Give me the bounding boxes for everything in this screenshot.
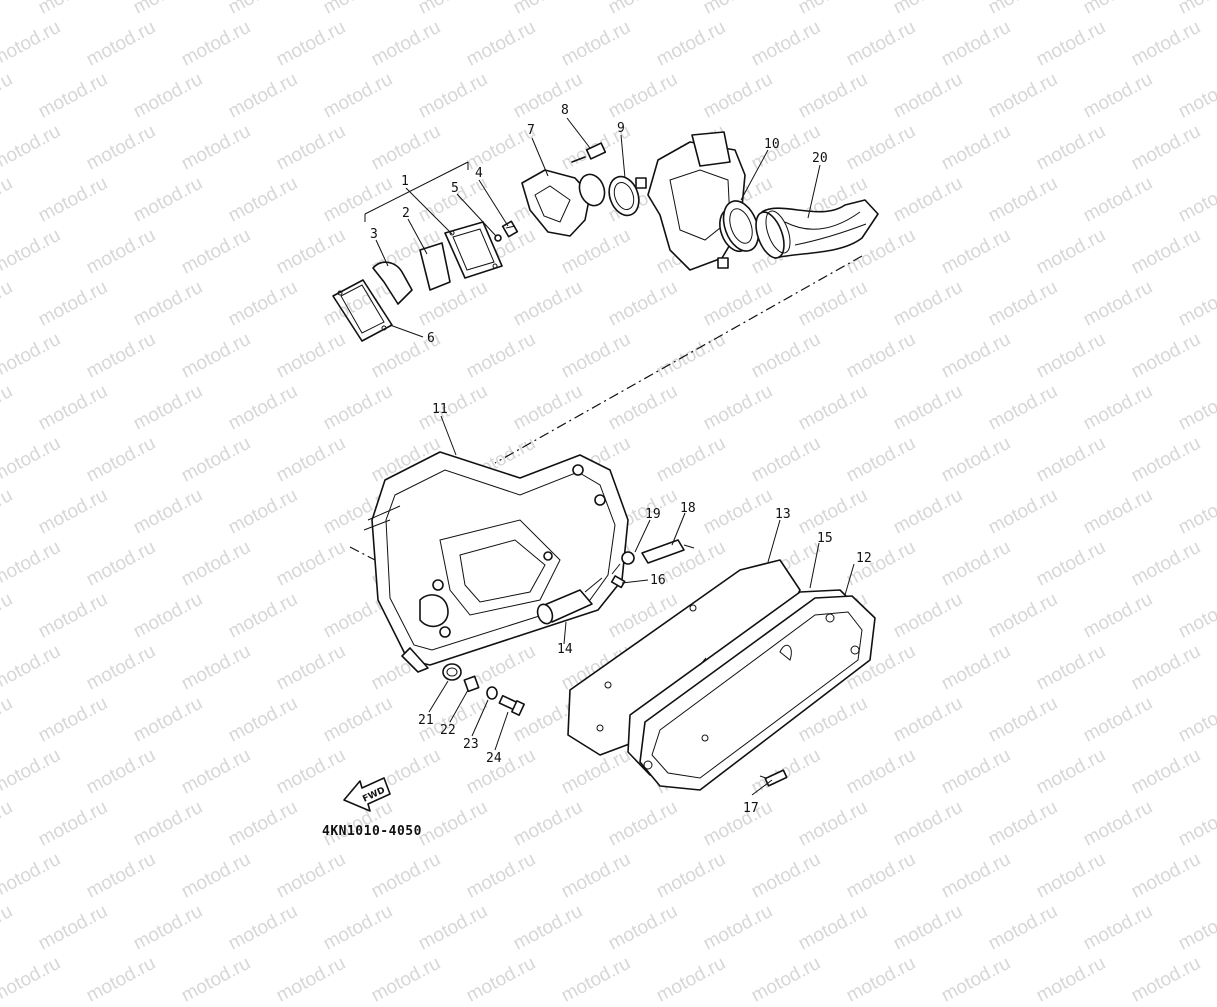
callout-8: 8 [561,103,569,118]
callout-21: 21 [418,713,434,728]
part-24-bolt [498,694,525,716]
fwd-arrow-icon: FWD [343,777,391,812]
watermark-text: motod.ru [1032,952,1109,1007]
reed-valve-bracket [364,161,469,222]
part-6-gasket [332,279,393,342]
callout-2: 2 [402,206,410,221]
part-21-plug [442,663,462,681]
callout-15: 15 [817,531,833,546]
leader-lines [375,117,855,796]
diagram-code: 4KN1010-4050 [322,824,422,839]
part-17-screw [759,769,788,787]
callout-10: 10 [764,137,780,152]
callout-4: 4 [475,166,483,181]
callout-7: 7 [527,123,535,138]
watermark-text: motod.ru [462,952,539,1007]
callout-11: 11 [432,402,448,417]
callout-19: 19 [645,507,661,522]
watermark-text: motod.ru [82,952,159,1007]
callout-22: 22 [440,723,456,738]
callout-5: 5 [451,181,459,196]
part-1-reed-valve [444,221,503,279]
watermark-text: motod.ru [1127,952,1204,1007]
part-7-intake-manifold [521,169,606,237]
callout-3: 3 [370,227,378,242]
part-11-air-cleaner-case [363,451,629,673]
part-4-screw [501,220,519,238]
watermark-text: motod.ru [367,952,444,1007]
callout-23: 23 [463,737,479,752]
callout-13: 13 [775,507,791,522]
part-2-reed [419,242,451,291]
callout-6: 6 [427,331,435,346]
callout-1: 1 [401,174,409,189]
callout-9: 9 [617,121,625,136]
watermark-text: motod.ru [0,952,64,1007]
callout-14: 14 [557,642,573,657]
watermark-text: motod.ru [937,952,1014,1007]
part-9-clamp [608,175,647,217]
callout-20: 20 [812,151,828,166]
part-22-collar [463,675,480,693]
watermark-text: motod.ru [557,952,634,1007]
watermark-text: motod.ru [177,952,254,1007]
part-3-reed-stopper [372,261,413,305]
part-18-hose [641,539,695,564]
part-5-washer [494,234,502,242]
exploded-parts-diagram: 1 2 3 4 5 6 7 8 9 10 20 11 12 13 14 15 1… [332,103,879,816]
callout-18: 18 [680,501,696,516]
part-8-bolt [571,142,607,163]
part-20-intake-joint [755,199,879,259]
callout-17: 17 [743,801,759,816]
connection-line-upper [494,255,863,464]
part-23-washer [486,686,498,700]
connection-line-left [349,546,376,561]
part-10-clamp [717,200,760,269]
callout-12: 12 [856,551,872,566]
callout-16: 16 [650,573,666,588]
callout-numbers: 1 2 3 4 5 6 7 8 9 10 20 11 12 13 14 15 1… [370,103,872,816]
part-12-cover [639,595,876,791]
part-14-element [536,577,603,625]
part-19-clip [611,551,635,575]
watermark-text: motod.ru [747,952,824,1007]
part-16-screw [610,575,626,589]
watermark-text: motod.ru [652,952,729,1007]
callout-24: 24 [486,751,502,766]
watermark-text: motod.ru [842,952,919,1007]
watermark-text: motod.ru [272,952,349,1007]
